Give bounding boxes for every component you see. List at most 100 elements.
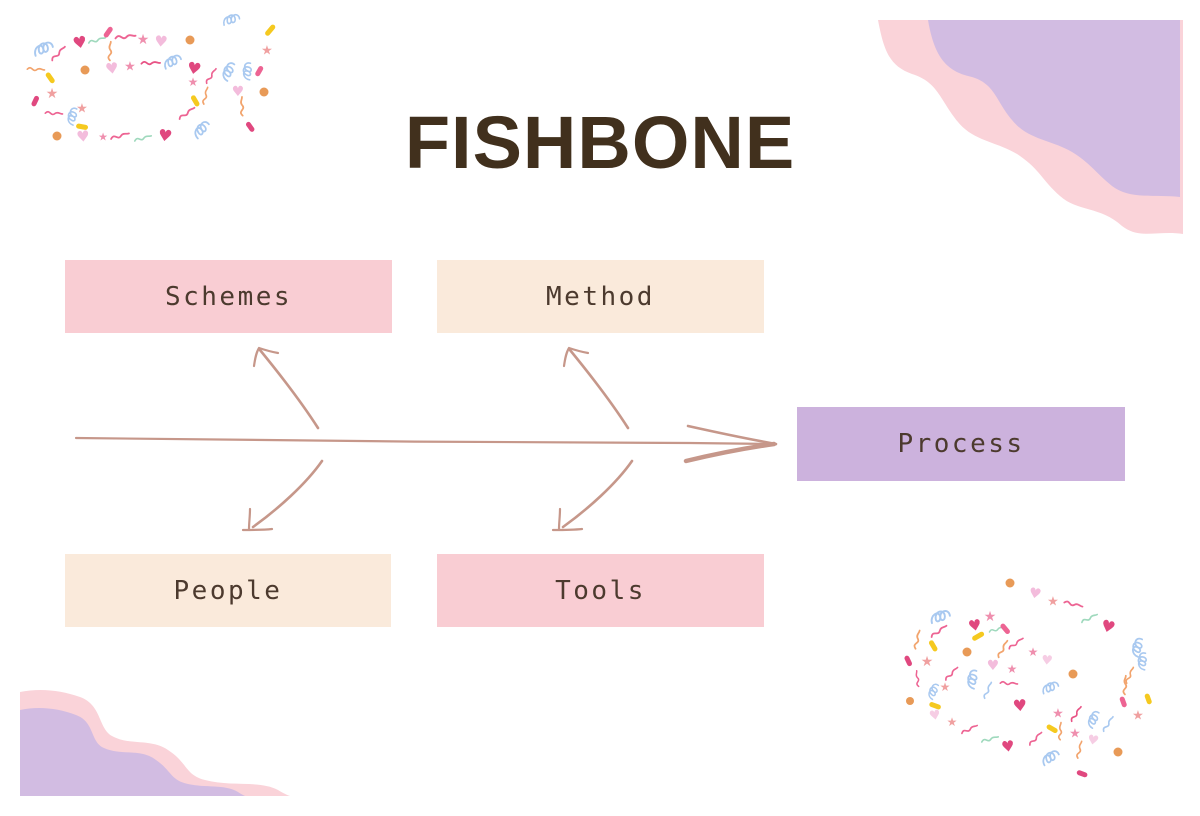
confetti-spiral-icon <box>1042 750 1060 767</box>
confetti-dot-icon <box>1068 669 1078 679</box>
effect-label: Process <box>897 429 1025 459</box>
category-box-schemes[interactable]: Schemes <box>65 260 392 333</box>
confetti-bar-icon <box>254 65 264 77</box>
confetti-star-icon: ★ <box>1027 645 1039 659</box>
branch-people-line <box>251 459 324 529</box>
confetti-star-icon: ★ <box>920 654 934 670</box>
confetti-dot-icon <box>906 697 914 705</box>
confetti-dot-icon <box>80 65 90 75</box>
confetti-spiral-icon <box>34 41 54 57</box>
confetti-wave-icon <box>1063 600 1084 608</box>
confetti-dot-icon <box>52 131 62 141</box>
confetti-dot-icon <box>185 35 195 45</box>
confetti-star-icon: ★ <box>76 101 88 117</box>
confetti-spiral-icon <box>222 62 236 82</box>
category-label: Method <box>546 281 655 312</box>
confetti-wave-icon <box>980 736 1000 743</box>
confetti-heart-icon: ♥ <box>1011 695 1028 716</box>
confetti-wave-icon <box>26 66 46 72</box>
confetti-star-icon: ★ <box>939 680 951 694</box>
confetti-spiral-icon <box>928 683 940 701</box>
confetti-wave-icon <box>44 110 64 116</box>
confetti-star-icon: ★ <box>1047 594 1059 610</box>
category-box-method[interactable]: Method <box>437 260 764 333</box>
corner-bottom-left-pink-wave <box>20 689 290 796</box>
confetti-wave-icon <box>1125 666 1135 685</box>
confetti-dot-icon <box>962 647 972 657</box>
confetti-heart-icon: ♥ <box>1000 736 1016 757</box>
confetti-bar-icon <box>903 655 913 667</box>
confetti-heart-icon: ♥ <box>156 125 174 146</box>
confetti-wave-icon <box>961 724 979 735</box>
branch-tools-line <box>561 459 634 529</box>
confetti-heart-icon: ♥ <box>71 31 89 54</box>
confetti-wave-icon <box>110 132 130 140</box>
confetti-heart-icon: ♥ <box>927 707 943 725</box>
confetti-wave-icon <box>240 96 245 117</box>
confetti-wave-icon <box>913 629 921 650</box>
confetti-heart-icon: ♥ <box>153 31 169 52</box>
confetti-wave-icon <box>915 670 920 688</box>
confetti-spiral-icon <box>1131 637 1144 658</box>
confetti-heart-icon: ♥ <box>1040 653 1054 669</box>
confetti-star-icon: ★ <box>1006 662 1018 676</box>
confetti-wave-icon <box>945 666 959 681</box>
confetti-star-icon: ★ <box>946 715 958 729</box>
confetti-heart-icon: ♥ <box>986 658 1000 674</box>
confetti-star-icon: ★ <box>1132 708 1144 724</box>
confetti-wave-icon <box>930 624 948 638</box>
confetti-wave-icon <box>997 639 1009 659</box>
confetti-star-icon: ★ <box>187 75 199 89</box>
confetti-spiral-icon <box>164 54 182 70</box>
confetti-bar-icon <box>1076 770 1088 778</box>
confetti-heart-icon: ♥ <box>104 58 120 79</box>
confetti-heart-icon: ♥ <box>231 84 245 100</box>
confetti-spiral-icon <box>67 107 78 126</box>
confetti-bar-icon <box>264 23 276 37</box>
category-label: Schemes <box>164 281 293 312</box>
confetti-wave-icon <box>107 40 113 62</box>
confetti-wave-icon <box>114 34 137 40</box>
confetti-wave-icon <box>1081 613 1099 624</box>
spine-arrowhead-lower-barb <box>683 441 777 464</box>
confetti-bar-icon <box>44 71 56 85</box>
branch-schemes-line <box>258 348 320 430</box>
confetti-wave-icon <box>178 106 196 120</box>
category-box-tools[interactable]: Tools <box>437 554 764 627</box>
confetti-wave-icon <box>1102 715 1114 733</box>
confetti-star-icon: ★ <box>261 43 273 59</box>
confetti-star-icon: ★ <box>124 59 136 75</box>
confetti-wave-icon <box>1008 637 1024 650</box>
diagram-title: FISHBONE <box>404 101 796 184</box>
confetti-spiral-icon <box>930 610 951 625</box>
confetti-spiral-icon <box>1042 681 1060 695</box>
confetti-wave-icon <box>999 680 1019 686</box>
confetti-wave-icon <box>140 61 161 66</box>
confetti-dot-icon <box>1005 578 1015 588</box>
confetti-bar-icon <box>1119 696 1127 708</box>
branch-schemes-arrowhead <box>252 346 280 368</box>
confetti-star-icon: ★ <box>136 32 150 48</box>
confetti-wave-icon <box>1029 731 1043 746</box>
confetti-spiral-icon <box>1087 710 1100 729</box>
confetti-wave-icon <box>1057 721 1063 741</box>
confetti-wave-icon <box>205 67 217 85</box>
confetti-wave-icon <box>87 37 107 44</box>
confetti-bar-icon <box>102 25 114 39</box>
confetti-wave-icon <box>1122 674 1128 696</box>
confetti-heart-icon: ♥ <box>1098 615 1118 638</box>
corner-bottom-left-purple-wave <box>20 707 245 796</box>
confetti-spiral-icon <box>1137 652 1148 671</box>
confetti-dot-icon <box>1113 747 1123 757</box>
confetti-spiral-icon <box>242 62 253 81</box>
confetti-spiral-icon <box>223 13 241 26</box>
confetti-wave-icon <box>202 86 209 105</box>
category-box-people[interactable]: People <box>65 554 391 627</box>
confetti-wave-icon <box>1070 705 1082 723</box>
confetti-star-icon: ★ <box>1052 706 1064 722</box>
effect-box-process[interactable]: Process <box>797 407 1125 481</box>
confetti-star-icon: ★ <box>1069 726 1081 742</box>
branch-people-arrowhead <box>241 507 274 532</box>
confetti-wave-icon <box>51 45 66 62</box>
